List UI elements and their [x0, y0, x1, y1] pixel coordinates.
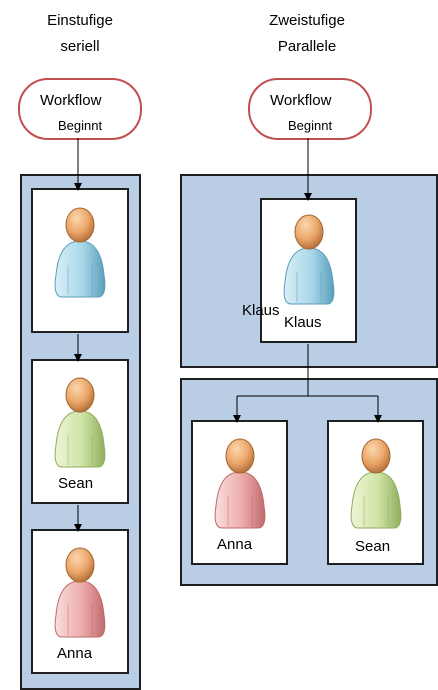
serial-person-3-name: Anna: [57, 645, 93, 662]
serial-person-2-name: Sean: [58, 475, 94, 492]
person-icon: [283, 214, 335, 305]
serial-workflow-sublabel: Beginnt: [58, 118, 103, 133]
parallel-workflow-label: Workflow: [270, 92, 332, 109]
serial-workflow-start: Workflow Beginnt: [18, 78, 142, 140]
parallel-heading: Zweistufige Parallele: [252, 8, 362, 60]
person-icon: [54, 207, 106, 298]
serial-workflow-label: Workflow: [40, 92, 102, 109]
person-icon: [54, 377, 106, 468]
parallel-sean-name: Sean: [355, 538, 391, 555]
parallel-workflow-start: Workflow Beginnt: [248, 78, 372, 140]
serial-heading-line1: Einstufige: [47, 12, 113, 29]
parallel-anna-name: Anna: [217, 536, 253, 553]
parallel-workflow-sublabel: Beginnt: [288, 118, 333, 133]
person-icon: [350, 438, 402, 529]
serial-heading: Einstufige seriell: [30, 8, 130, 60]
person-icon: [214, 438, 266, 529]
klaus-name: Klaus: [284, 314, 322, 331]
parallel-heading-line1: Zweistufige: [269, 12, 345, 29]
serial-heading-line2: seriell: [60, 38, 100, 55]
person-icon: [54, 547, 106, 638]
parallel-heading-line2: Parallele: [277, 38, 337, 55]
klaus-overlap-name: Klaus: [242, 302, 280, 319]
